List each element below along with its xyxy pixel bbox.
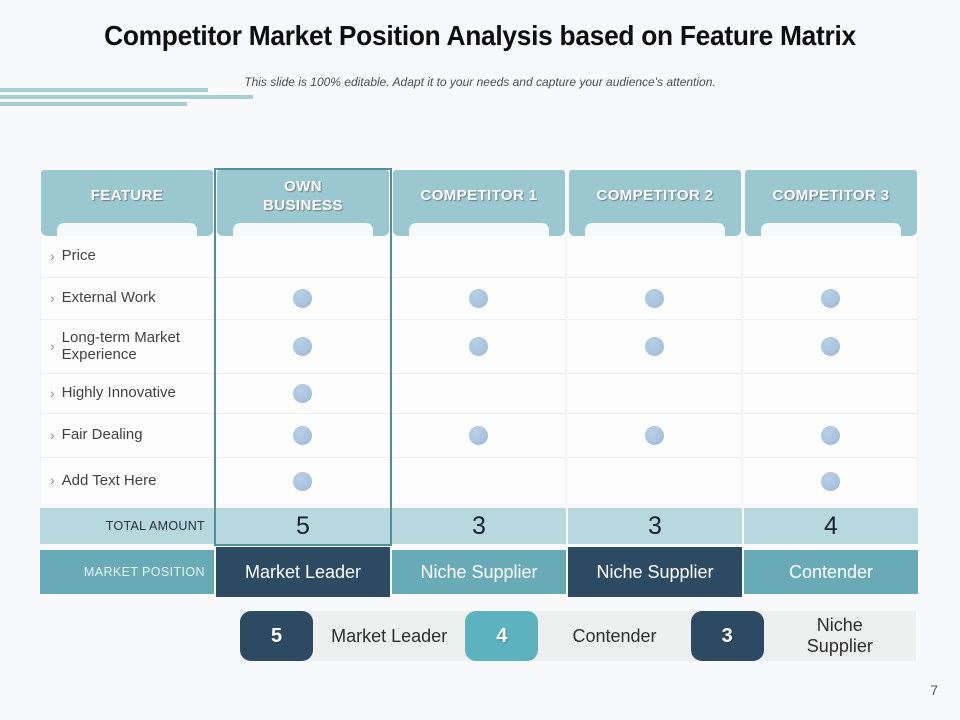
chevron-bullet-icon: › [50,472,55,489]
matrix-cell [216,236,390,278]
chevron-bullet-icon: › [50,426,55,443]
feature-label-cell: › External Work [40,278,214,320]
feature-label-cell: › Price [40,236,214,278]
feature-label-cell: › Add Text Here [40,458,214,504]
chevron-bullet-icon: › [50,384,55,401]
matrix-cell [216,374,390,414]
table-header-row: FEATURE OWN BUSINESS COMPETITOR 1 COMPET… [40,170,918,236]
feature-label: Fair Dealing [61,426,143,444]
matrix-cell [744,414,918,458]
legend-label: Market Leader [331,625,448,646]
accent-line [0,95,253,99]
matrix-cell [744,278,918,320]
total-value-competitor-2: 3 [568,508,742,544]
matrix-cell [392,374,566,414]
legend-label: Contender [572,625,657,646]
legend-score-badge: 4 [465,611,539,661]
total-value-competitor-3: 4 [744,508,918,544]
feature-label: Highly Innovative [61,384,176,402]
chevron-bullet-icon: › [50,337,55,354]
accent-line [0,88,208,92]
column-header-own-business: OWN BUSINESS [217,170,389,236]
legend-score-badge: 5 [240,611,313,661]
column-header-feature: FEATURE [41,170,213,236]
matrix-cell [568,374,742,414]
total-amount-label: TOTAL AMOUNT [40,508,214,544]
total-value-own-business: 5 [216,508,390,544]
matrix-cell [392,278,566,320]
total-value-competitor-1: 3 [392,508,566,544]
matrix-cell [744,458,918,504]
matrix-cell [744,236,918,278]
feature-label: Price [61,247,96,265]
matrix-cell [744,320,918,374]
matrix-cell [568,414,742,458]
total-amount-row: TOTAL AMOUNT 5 3 3 4 [40,508,918,544]
feature-label-cell: › Highly Innovative [40,374,214,414]
column-header-competitor-2: COMPETITOR 2 [569,170,741,236]
column-header-label: COMPETITOR 1 [420,187,538,205]
table-body: › Price › External Work › Long-term Market … [40,236,918,504]
matrix-cell [744,374,918,414]
chevron-bullet-icon: › [50,289,55,306]
feature-label: External Work [61,289,156,307]
matrix-cell [568,458,742,504]
feature-label-cell: › Fair Dealing [40,414,214,458]
market-position-label: MARKET POSITION [40,550,214,594]
market-position-competitor-2: Niche Supplier [568,547,742,597]
slide-subtitle: This slide is 100% editable. Adapt it to… [244,75,716,89]
matrix-cell [216,278,390,320]
column-header-label: FEATURE [90,187,164,205]
column-header-competitor-1: COMPETITOR 1 [393,170,565,236]
feature-matrix-table: FEATURE OWN BUSINESS COMPETITOR 1 COMPET… [40,168,918,597]
chevron-bullet-icon: › [50,247,55,264]
column-header-label: COMPETITOR 3 [772,187,890,205]
matrix-cell [392,236,566,278]
market-position-competitor-1: Niche Supplier [392,550,566,594]
feature-label: Add Text Here [61,471,157,489]
matrix-cell [568,320,742,374]
feature-label-cell: › Long-term Market Experience [40,320,214,374]
matrix-cell [216,414,390,458]
matrix-cell [392,320,566,374]
legend-score-badge: 3 [690,611,764,661]
feature-label: Long-term Market Experience [61,328,181,363]
column-header-label: OWN BUSINESS [263,177,343,214]
slide-title: Competitor Market Position Analysis base… [104,20,856,51]
market-position-competitor-3: Contender [744,550,918,594]
market-position-row: MARKET POSITION Market Leader Niche Supp… [40,547,918,597]
column-header-label: COMPETITOR 2 [596,187,714,205]
score-legend: 5 Market Leader 4 Contender 3 Niche Supp… [240,611,916,661]
matrix-cell [216,320,390,374]
market-position-own-business: Market Leader [216,547,390,597]
matrix-cell [392,414,566,458]
matrix-cell [392,458,566,504]
page-number: 7 [930,682,938,698]
matrix-cell [568,278,742,320]
legend-label: Niche Supplier [806,615,873,656]
matrix-cell [216,458,390,504]
accent-line [0,102,187,106]
column-header-competitor-3: COMPETITOR 3 [745,170,917,236]
matrix-cell [568,236,742,278]
